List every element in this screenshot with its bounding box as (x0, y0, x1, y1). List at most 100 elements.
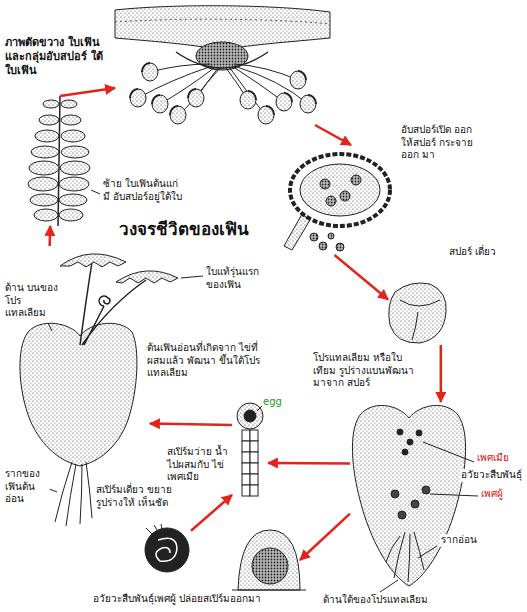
neck-cell (242, 485, 250, 496)
pinna (60, 161, 90, 175)
antheridium (422, 486, 430, 494)
neck-cell (250, 474, 258, 485)
single-sperm (145, 524, 189, 572)
stage-node: อับสปอร์เปิด ออกให้สปอร์ กระจายออก มา (285, 145, 395, 255)
fiddlehead (99, 296, 110, 306)
annulus-ring (290, 154, 390, 226)
pinna (39, 115, 59, 125)
pinna (31, 146, 59, 158)
stage-caption: สเปิร์มเดี่ยว ขยายรูปร่างให้ เห็นชัด (95, 484, 181, 509)
leader-line (380, 580, 398, 592)
antheridium (411, 500, 419, 508)
sperm-cells (252, 548, 288, 584)
rachis (58, 96, 60, 226)
pinna (59, 209, 83, 221)
cycle-arrow (191, 495, 232, 531)
stage-node: สปอร์ เดี่ยว (388, 280, 448, 345)
diagram-title: วงจรชีวิตของเฟิน (118, 219, 250, 240)
released-spore (336, 243, 344, 251)
antheridium (398, 511, 406, 519)
part-label: รากอ่อน (440, 534, 478, 547)
second-leaf (116, 271, 178, 283)
antheridium (391, 490, 399, 498)
released-spore (310, 233, 318, 241)
archegonium (402, 449, 408, 455)
cycle-arrow (150, 424, 232, 425)
neck-cell (242, 430, 250, 441)
sperm-coil (156, 538, 177, 561)
part-label: egg (262, 396, 283, 409)
part-label: ใบแท้รุ่นแรก ของเฟิน (205, 266, 279, 291)
sperm-body (145, 528, 189, 572)
archegonium (416, 430, 422, 436)
rhizoids (386, 532, 424, 582)
archegonium-detail (237, 403, 263, 496)
released-spore (319, 242, 327, 250)
spore-mass (351, 175, 361, 185)
neck-cell (250, 452, 258, 463)
egg-cell (244, 410, 256, 422)
venter (237, 403, 263, 429)
cycle-arrow (48, 226, 51, 246)
young-prothallium (20, 323, 137, 466)
sporangium-stalk (284, 214, 310, 250)
pinna (59, 177, 89, 191)
stage-caption: ซ้าย ใบเฟินต้นแก่ มี อับสปอร์อยู่ใต้ใบ (102, 178, 184, 203)
archegonium (397, 429, 403, 435)
neck-cell (250, 430, 258, 441)
neck-cell (242, 463, 250, 474)
stage-node: ต้นเฟินอ่อนที่เกิดจาก ไข่ที่ผสมแล้ว พัฒน… (18, 246, 150, 468)
flagella (146, 524, 162, 534)
part-label: อวัยวะสืบพันธุ์ (460, 469, 523, 482)
pinna (30, 194, 58, 206)
neck-cell (242, 474, 250, 485)
leader-line (430, 494, 478, 496)
part-label: รากของ เฟินต้น อ่อน (4, 468, 50, 506)
sporangium-wall (300, 164, 380, 216)
cycle-arrow (440, 345, 443, 402)
antheridium-detail (232, 530, 306, 590)
part-label: ด้านใต้ของโปรแทลเลียม (322, 594, 429, 607)
prothallium (352, 405, 465, 586)
part-label: เพศเมีย (476, 452, 510, 465)
pinna (61, 115, 81, 125)
cycle-arrow (315, 125, 351, 145)
leaf-cross-section (115, 6, 330, 124)
open-sporangium (284, 154, 390, 251)
pinna (29, 161, 59, 175)
pinna (34, 209, 58, 221)
stage-node: สเปิร์มว่าย น้ำไปผสมกับ ไข่เพศเมีย (232, 400, 268, 500)
neck-cell (250, 441, 258, 452)
young-roots (55, 462, 92, 526)
spore-body (389, 283, 446, 343)
stage-caption: สปอร์ เดี่ยว (448, 246, 497, 259)
cycle-arrow (300, 514, 350, 560)
neck-cell (242, 452, 250, 463)
pinna (61, 130, 85, 142)
leaf-vein (115, 19, 330, 24)
cycle-arrow (268, 462, 350, 465)
pinna (61, 146, 89, 158)
neck-cell (250, 463, 258, 474)
leader-line (91, 190, 100, 194)
first-leaf (60, 254, 126, 267)
archegonium (407, 439, 413, 445)
annulus (130, 63, 316, 115)
pinna (43, 100, 59, 108)
leader-line (181, 276, 203, 278)
leader-line (418, 546, 437, 558)
pinna (35, 130, 59, 142)
sporangium-stalks (138, 64, 308, 116)
stage-node: โปรแทลเลียม หรือใบเทียม รูปร่างแบนพัฒนาม… (350, 402, 468, 588)
leader-line (423, 442, 474, 462)
released-spore (328, 233, 334, 239)
spore-mass (326, 196, 336, 206)
antheridium-wall (238, 530, 300, 590)
prothallium-body (352, 405, 465, 586)
stage-node: ภาพตัดขวาง ใบเฟินและกลุ่มอับสปอร์ ใต้ใบเ… (115, 2, 330, 125)
mature-frond (28, 96, 100, 226)
stage-caption: โปรแทลเลียม หรือใบเทียม รูปร่างแบนพัฒนาม… (312, 352, 426, 390)
neck-cell (242, 441, 250, 452)
